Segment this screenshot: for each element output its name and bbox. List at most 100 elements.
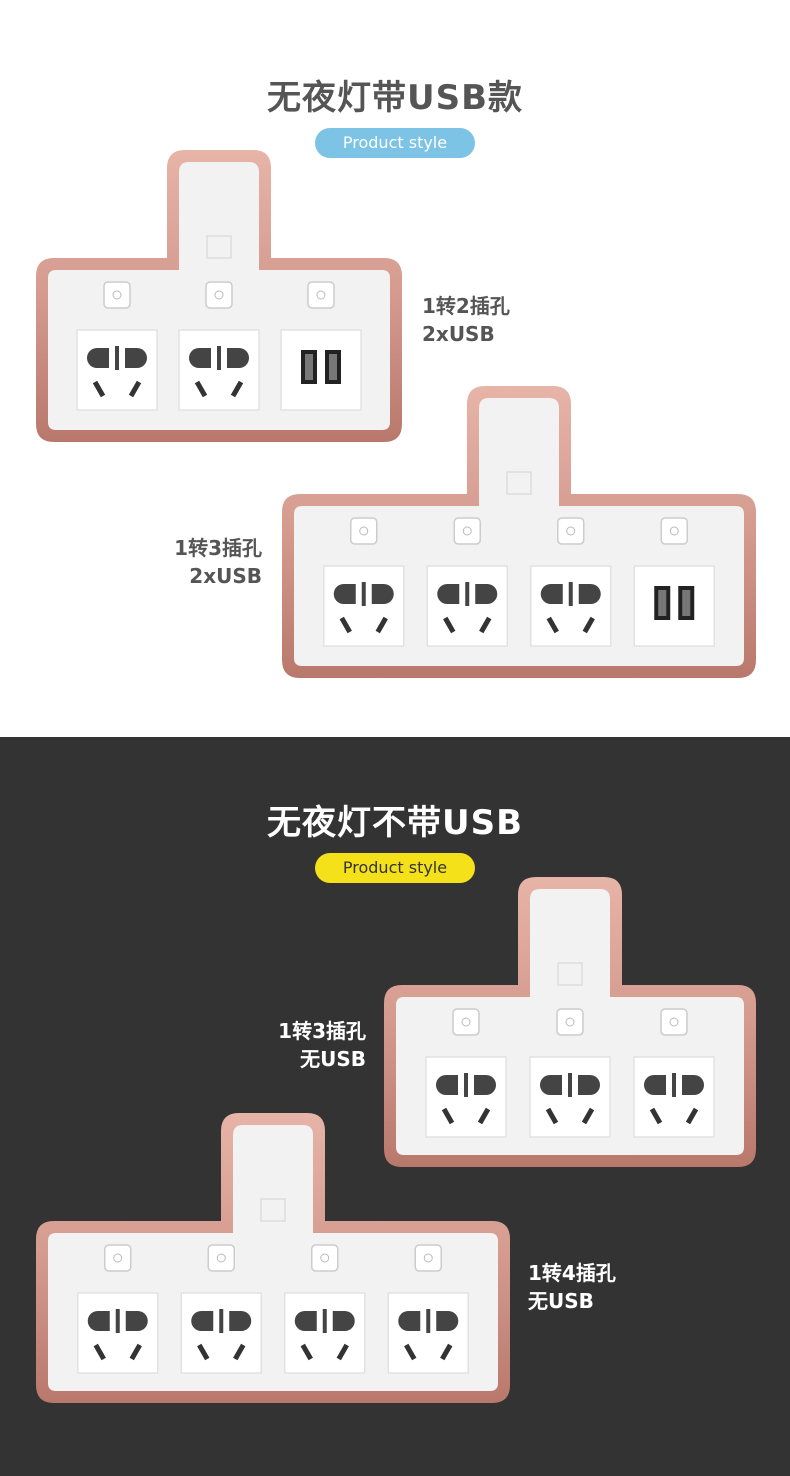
socket-body — [48, 1125, 498, 1391]
switch-button — [205, 281, 233, 309]
section-with-usb: 无夜灯带USB款 Product style 1转2插孔 2xUSB 1转3插孔… — [0, 0, 790, 737]
outlet-slot — [568, 582, 573, 606]
switch-button — [660, 517, 688, 545]
outlet-slot — [371, 584, 394, 604]
section-title: 无夜灯带USB款 — [266, 78, 523, 118]
outlet-slot — [194, 380, 208, 398]
outlet-slot — [437, 584, 460, 604]
outlet-slot — [229, 1311, 252, 1331]
switch-button — [556, 1008, 584, 1036]
power-icon — [112, 290, 122, 300]
section-without-usb: 无夜灯不带USB Product style 1转3插孔 无USB 1转4插孔 … — [0, 737, 790, 1476]
outlet-slot — [398, 1311, 421, 1331]
tab-marker — [506, 471, 532, 495]
outlet-slot — [191, 1311, 214, 1331]
outlet-slot — [197, 1343, 210, 1361]
outlet-slot — [375, 616, 388, 634]
product-label-1to3-no-usb: 1转3插孔 无USB — [240, 1017, 366, 1073]
power-icon — [214, 290, 224, 300]
product-style-pill: Product style — [315, 128, 475, 158]
usb-port-inner — [305, 354, 313, 380]
outlet-slot — [93, 1343, 106, 1361]
usb-port-inner — [329, 354, 337, 380]
outlet-slot — [230, 380, 244, 398]
switch-button — [414, 1244, 442, 1272]
outlet-slot — [87, 348, 109, 368]
product-label-1to3-usb: 1转3插孔 2xUSB — [140, 534, 262, 590]
outlet-slot — [219, 1309, 224, 1333]
power-icon — [216, 1253, 226, 1263]
product-label-1to2-usb: 1转2插孔 2xUSB — [422, 292, 510, 348]
socket-1to3-usb-image — [282, 386, 756, 678]
usb-port-inner — [658, 590, 667, 616]
power-icon — [462, 526, 472, 536]
switch-button — [660, 1008, 688, 1036]
socket-body — [294, 398, 744, 666]
outlet-slot — [404, 1343, 417, 1361]
label-line2: 无USB — [300, 1047, 366, 1071]
outlet-slot — [474, 1075, 496, 1095]
power-icon — [113, 1253, 123, 1263]
label-line1: 1转3插孔 — [278, 1019, 366, 1043]
socket-1to2-usb-image — [36, 150, 402, 442]
outlet-slot — [227, 348, 249, 368]
outlet-slot — [92, 380, 106, 398]
outlet-slot — [322, 1309, 327, 1333]
outlet-slot — [546, 616, 559, 634]
outlet-slot — [87, 1311, 110, 1331]
outlet-slot — [477, 1107, 491, 1125]
switch-button — [207, 1244, 235, 1272]
power-icon — [669, 1017, 679, 1027]
outlet-slot — [336, 1343, 349, 1361]
outlet-face — [280, 329, 362, 411]
outlet-slot — [115, 1309, 120, 1333]
outlet-slot — [333, 584, 356, 604]
outlet-slot — [578, 1075, 600, 1095]
switch-button — [307, 281, 335, 309]
power-icon — [320, 1253, 330, 1263]
label-line1: 1转3插孔 — [174, 536, 262, 560]
outlet-slot — [672, 1073, 676, 1097]
outlet-slot — [300, 1343, 313, 1361]
outlet-slot — [436, 1075, 458, 1095]
outlet-slot — [649, 1107, 663, 1125]
outlet-slot — [129, 1343, 142, 1361]
outlet-slot — [125, 348, 147, 368]
outlet-slot — [540, 584, 563, 604]
power-icon — [316, 290, 326, 300]
outlet-slot — [217, 346, 221, 370]
switch-button — [350, 517, 378, 545]
outlet-slot — [582, 616, 595, 634]
tab-marker — [260, 1198, 286, 1222]
outlet-slot — [233, 1343, 246, 1361]
outlet-slot — [332, 1311, 355, 1331]
label-line1: 1转2插孔 — [422, 294, 510, 318]
switch-button — [557, 517, 585, 545]
label-line2: 2xUSB — [422, 322, 495, 346]
outlet-slot — [464, 1073, 468, 1097]
power-icon — [669, 526, 679, 536]
outlet-slot — [465, 582, 470, 606]
outlet-slot — [545, 1107, 559, 1125]
outlet-slot — [426, 1309, 431, 1333]
outlet-slot — [128, 380, 142, 398]
usb-port-inner — [682, 590, 691, 616]
tab-marker — [557, 962, 583, 986]
socket-1to4-no-usb-image — [36, 1113, 510, 1403]
power-icon — [461, 1017, 471, 1027]
section-title: 无夜灯不带USB — [266, 803, 523, 843]
outlet-slot — [568, 1073, 572, 1097]
outlet-slot — [339, 616, 352, 634]
outlet-slot — [644, 1075, 666, 1095]
outlet-slot — [436, 1311, 459, 1331]
power-icon — [423, 1253, 433, 1263]
switch-button — [311, 1244, 339, 1272]
outlet-slot — [189, 348, 211, 368]
outlet-slot — [294, 1311, 317, 1331]
outlet-slot — [475, 584, 498, 604]
outlet-slot — [479, 616, 492, 634]
outlet-slot — [361, 582, 366, 606]
label-line1: 1转4插孔 — [528, 1261, 616, 1285]
power-icon — [359, 526, 369, 536]
tab-marker — [206, 235, 232, 259]
